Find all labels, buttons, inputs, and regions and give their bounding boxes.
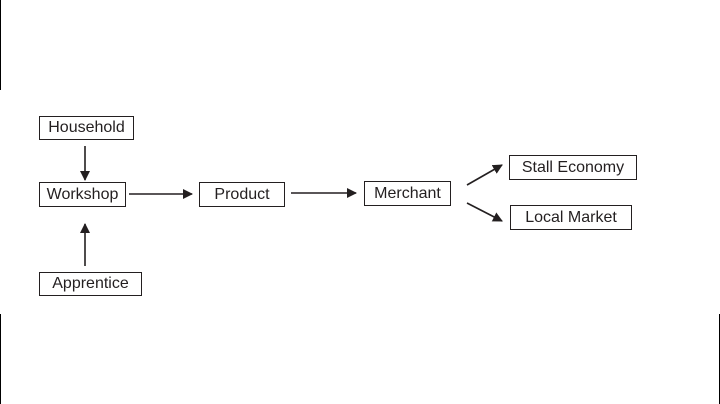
node-merchant-label: Merchant bbox=[374, 184, 441, 202]
node-apprentice: Apprentice bbox=[39, 272, 142, 296]
node-product: Product bbox=[199, 182, 285, 207]
node-household-label: Household bbox=[48, 119, 125, 136]
arrow-merchant-to-stall-economy bbox=[466, 164, 503, 186]
frame-edge-bottom-left bbox=[0, 314, 1, 404]
node-workshop: Workshop bbox=[39, 182, 126, 207]
node-stall-economy-label: Stall Economy bbox=[521, 158, 625, 176]
node-stall-economy: Stall Economy bbox=[509, 155, 637, 180]
arrow-merchant-to-local-market bbox=[466, 202, 503, 222]
node-household: Household bbox=[39, 116, 134, 140]
node-merchant: Merchant bbox=[364, 181, 451, 206]
node-product-label: Product bbox=[214, 185, 270, 203]
node-local-market-label: Local Market bbox=[525, 208, 617, 226]
node-local-market: Local Market bbox=[510, 205, 632, 230]
node-workshop-label: Workshop bbox=[46, 185, 119, 203]
node-apprentice-label: Apprentice bbox=[52, 275, 129, 292]
frame-edge-top-left bbox=[0, 0, 1, 90]
